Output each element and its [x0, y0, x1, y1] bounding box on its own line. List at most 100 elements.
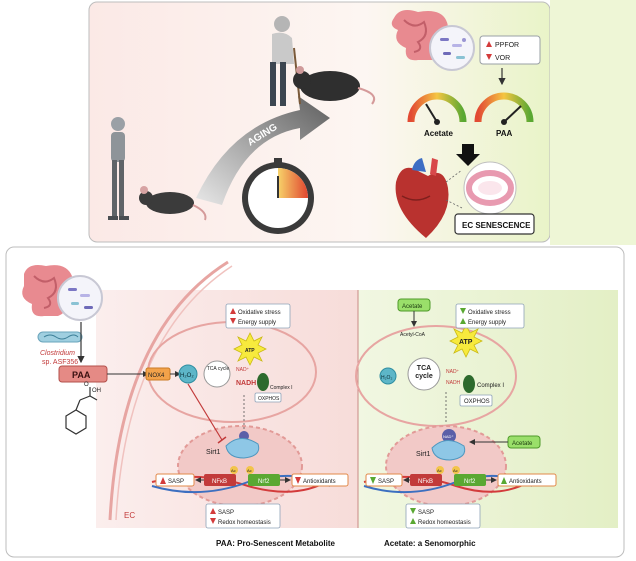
right-outcome-2: Redox homeostasis	[418, 520, 471, 526]
left-outcome-2: Redox homeostasis	[218, 520, 271, 526]
nad-plus-right-label: NAD⁺	[443, 434, 454, 439]
left-outcome-1: SASP	[218, 510, 234, 516]
paa-label: PAA	[72, 370, 91, 380]
acetate-gauge-label: Acetate	[424, 129, 453, 138]
left-stress-2: Energy supply	[238, 320, 276, 326]
antioxidants-right-label: Antioxidants	[509, 479, 542, 485]
nad-left-label: NAD⁺	[236, 367, 250, 373]
young-person-icon	[108, 117, 129, 220]
oxphos-right-box	[459, 394, 493, 407]
atp-right-icon	[449, 324, 483, 358]
atp-left-label: ATP	[245, 348, 255, 354]
antioxidants-right-box	[497, 473, 557, 487]
nadh-left-label: NADH	[236, 380, 256, 387]
ac-left-icon-2	[246, 466, 254, 474]
ec-label: EC	[124, 511, 135, 520]
o-label: O	[84, 382, 89, 388]
oxphos-right-label: OXPHOS	[464, 399, 490, 405]
ac-left-icon-1	[230, 466, 238, 474]
young-mouse-icon	[139, 186, 207, 221]
down-arrow-icon	[410, 508, 416, 514]
paa-gauge-label: PAA	[496, 129, 513, 138]
ec-membrane	[108, 260, 229, 521]
up-arrow-icon	[460, 318, 466, 324]
tca-left-label: TCA cycle	[206, 366, 230, 372]
left-caption: PAA: Pro-Senescent Metabolite	[216, 539, 336, 548]
down-arrow-icon	[486, 54, 492, 60]
up-arrow-icon	[210, 508, 216, 514]
complex-right-label: Complex I	[477, 383, 504, 389]
nfkb-right-label: NFκB	[418, 479, 433, 485]
sasp-left-label: SASP	[168, 479, 184, 485]
down-arrow-icon	[230, 318, 236, 324]
oxphos-left-box	[254, 392, 282, 403]
down-big-arrow	[456, 144, 480, 166]
sirt1-right-label: Sirt1	[416, 451, 431, 458]
ac-left-label-1: Ac	[231, 468, 236, 473]
tca-cycle-right	[407, 357, 441, 391]
nfkb-left-label: NFκB	[212, 479, 227, 485]
atp-left-icon	[233, 332, 267, 366]
oxphos-left-label: OXPHOS	[258, 396, 280, 402]
up-arrow-icon	[501, 477, 507, 484]
ac-right-label-1: Ac	[437, 468, 442, 473]
left-stress-box	[225, 303, 291, 329]
h2o2-left-label: H₂O₂	[180, 373, 194, 379]
complex-left-label: Complex I	[270, 385, 293, 391]
right-stress-box	[455, 303, 525, 329]
aging-clock-icon	[242, 158, 314, 234]
acetate-top-label: Acetate	[402, 304, 423, 310]
ac-right-icon-1	[436, 466, 444, 474]
ac-right-label-2: Ac	[453, 468, 458, 473]
vessel-zoom-icon	[463, 161, 517, 215]
oh-label: OH	[92, 388, 101, 394]
old-person-icon	[270, 16, 301, 106]
tca-right-label: TCA cycle	[415, 365, 433, 380]
up-arrow-icon	[410, 518, 416, 524]
up-arrow-icon	[160, 477, 166, 484]
up-arrow-icon	[486, 41, 492, 47]
right-stress-1: Oxidative stress	[468, 310, 511, 316]
nadh-right-label: NADH	[446, 380, 461, 386]
antioxidants-left-box	[291, 473, 349, 487]
complex-right-icon	[463, 375, 475, 393]
h2o2-inhibits-sirt1	[187, 383, 223, 441]
gut-signal-box	[479, 35, 541, 65]
nfkb-left-box	[204, 474, 236, 486]
paa-gauge-icon	[474, 92, 534, 125]
ac-left-label-2: Ac	[247, 468, 252, 473]
nrf2-left-label: Nrf2	[258, 479, 270, 485]
tca-cycle-left	[203, 360, 231, 388]
bacterium-name: Clostridium	[40, 350, 75, 357]
sirt1-left-label: Sirt1	[206, 449, 221, 456]
acetate-gauge-icon	[407, 92, 467, 125]
h2o2-right-label: H₂O₂	[381, 375, 392, 381]
right-outcome-1: SASP	[418, 510, 434, 516]
down-arrow-icon	[210, 518, 216, 524]
nrf2-right-label: Nrf2	[464, 479, 476, 485]
zoom-line-2	[445, 199, 463, 209]
antioxidants-left-label: Antioxidants	[303, 479, 336, 485]
right-stress-2: Energy supply	[468, 320, 506, 326]
bacterium-strain: sp. ASF356	[42, 359, 78, 366]
ec-senescence-box	[454, 213, 535, 235]
nrf2-left-box	[248, 474, 280, 486]
atp-right-label: ATP	[459, 339, 473, 346]
bacterium-icon	[37, 331, 83, 343]
right-outcome-box	[405, 503, 481, 529]
sasp-right-label: SASP	[378, 479, 394, 485]
left-outcome-box	[205, 503, 281, 529]
ac-right-icon-2	[452, 466, 460, 474]
sirt1-left-icon	[225, 438, 260, 459]
microbiome-zoom-icon-bottom	[57, 275, 103, 321]
acetate-side-label: Acetate	[512, 441, 533, 447]
up-arrow-icon	[230, 308, 236, 314]
acetyl-coa-label: Acetyl-CoA	[400, 332, 426, 338]
h2o2-right-icon	[379, 367, 397, 385]
h2o2-left-icon	[178, 364, 198, 384]
sirt1-right-icon	[431, 440, 466, 461]
nad-right-label: NAD⁺	[446, 369, 460, 375]
vor-label: VOR	[495, 55, 510, 62]
complex-left-icon	[257, 373, 269, 391]
